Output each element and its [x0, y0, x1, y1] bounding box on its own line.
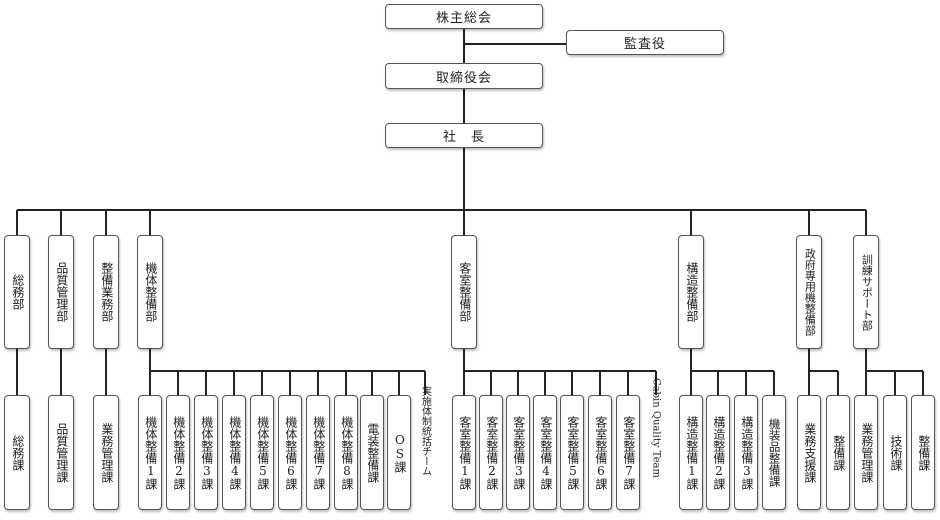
board-of-directors-box: 取締役会 — [385, 63, 543, 89]
president-box: 社 長 — [385, 123, 543, 148]
section-box: 構造整備2課 — [706, 395, 730, 510]
dept-quality-management: 品質管理部 — [48, 235, 74, 349]
section-box: 業務支援課 — [797, 395, 821, 510]
section-box: 機体整備5課 — [250, 395, 274, 510]
box-label: 総務部 — [10, 274, 25, 310]
box-label: 技術課 — [888, 434, 903, 471]
box-label: 機体整備7課 — [311, 415, 326, 490]
box-label: 業務管理課 — [99, 422, 114, 483]
box-label: 機体整備8課 — [339, 415, 354, 490]
section-box: 客室整備7課 — [616, 395, 640, 510]
box-label: 客室整備5課 — [565, 415, 580, 490]
box-label: 品質管理部 — [54, 262, 69, 322]
section-box: 品質管理課 — [48, 395, 74, 510]
box-label: 政府専用機整備部 — [803, 248, 817, 336]
dept-structure: 構造整備部 — [678, 235, 704, 349]
box-label: 機体整備3課 — [199, 415, 214, 490]
box-label: 客室整備7課 — [621, 415, 636, 490]
team-label: 実施体制統括チーム — [419, 386, 431, 476]
cabin-quality-team-label: Cabin Quality Team — [646, 378, 666, 510]
section-box: 機体整備2課 — [166, 395, 190, 510]
section-box: 機体整備3課 — [194, 395, 218, 510]
box-label: 機体整備5課 — [255, 415, 270, 490]
box-label: 機体整備部 — [143, 262, 158, 322]
box-label: 総務課 — [10, 434, 25, 471]
airframe-team-label: 実施体制統括チーム — [415, 386, 435, 510]
box-label: 業務管理課 — [859, 422, 874, 483]
section-box: 機体整備4課 — [222, 395, 246, 510]
box-label: 構造整備2課 — [711, 415, 726, 490]
section-box: 客室整備1課 — [452, 395, 476, 510]
shareholders-meeting-box: 株主総会 — [385, 4, 543, 29]
dept-airframe: 機体整備部 — [137, 235, 163, 349]
section-box: 整備課 — [826, 395, 850, 510]
box-label: 取締役会 — [435, 70, 492, 86]
dept-government-aircraft: 政府専用機整備部 — [796, 235, 822, 349]
box-label: 株主総会 — [435, 11, 492, 26]
section-box: 客室整備3課 — [506, 395, 530, 510]
section-box: 客室整備5課 — [560, 395, 584, 510]
box-label: 客室整備4課 — [538, 415, 553, 490]
box-label: 構造整備1課 — [684, 415, 699, 490]
section-box: 客室整備4課 — [533, 395, 557, 510]
auditor-box: 監査役 — [566, 30, 724, 55]
dept-training-support: 訓練サポート部 — [853, 235, 879, 349]
section-box: 機装品整備課 — [762, 395, 786, 510]
section-box: 機体整備1課 — [138, 395, 162, 510]
section-box: 機体整備6課 — [278, 395, 302, 510]
box-label: 機体整備2課 — [171, 415, 186, 490]
box-label: 客室整備1課 — [457, 415, 472, 490]
section-box: 機体整備8課 — [334, 395, 358, 510]
box-label: 訓練サポート部 — [860, 253, 874, 331]
box-label: 整備業務部 — [99, 262, 114, 322]
dept-cabin: 客室整備部 — [451, 235, 477, 349]
box-label: OS課 — [392, 432, 407, 473]
box-label: 機体整備6課 — [283, 415, 298, 490]
box-label: 業務支援課 — [802, 422, 817, 483]
box-label: 電装整備課 — [365, 422, 380, 483]
section-box: 電装整備課 — [360, 395, 384, 510]
box-label: 構造整備部 — [684, 262, 699, 322]
section-box: 構造整備1課 — [679, 395, 703, 510]
section-box: 総務課 — [4, 395, 30, 510]
team-label: Cabin Quality Team — [650, 378, 662, 478]
section-box: 機体整備7課 — [306, 395, 330, 510]
box-label: 構造整備3課 — [739, 415, 754, 490]
section-box: 技術課 — [883, 395, 907, 510]
section-box: OS課 — [387, 395, 411, 510]
section-box: 整備課 — [911, 395, 935, 510]
section-box: 客室整備2課 — [479, 395, 503, 510]
box-label: 客室整備部 — [457, 262, 472, 322]
box-label: 監査役 — [623, 37, 666, 52]
box-label: 客室整備3課 — [511, 415, 526, 490]
box-label: 整備課 — [916, 434, 931, 471]
box-label: 社 長 — [442, 130, 485, 145]
box-label: 機体整備1課 — [143, 415, 158, 490]
section-box: 客室整備6課 — [588, 395, 612, 510]
box-label: 整備課 — [831, 434, 846, 471]
box-label: 客室整備6課 — [593, 415, 608, 490]
dept-general-affairs: 総務部 — [4, 235, 30, 349]
box-label: 品質管理課 — [54, 422, 69, 483]
section-box: 業務管理課 — [854, 395, 878, 510]
box-label: 機体整備4課 — [227, 415, 242, 490]
box-label: 客室整備2課 — [484, 415, 499, 490]
dept-maintenance-operations: 整備業務部 — [93, 235, 119, 349]
box-label: 機装品整備課 — [767, 418, 782, 487]
section-box: 業務管理課 — [93, 395, 119, 510]
section-box: 構造整備3課 — [734, 395, 758, 510]
